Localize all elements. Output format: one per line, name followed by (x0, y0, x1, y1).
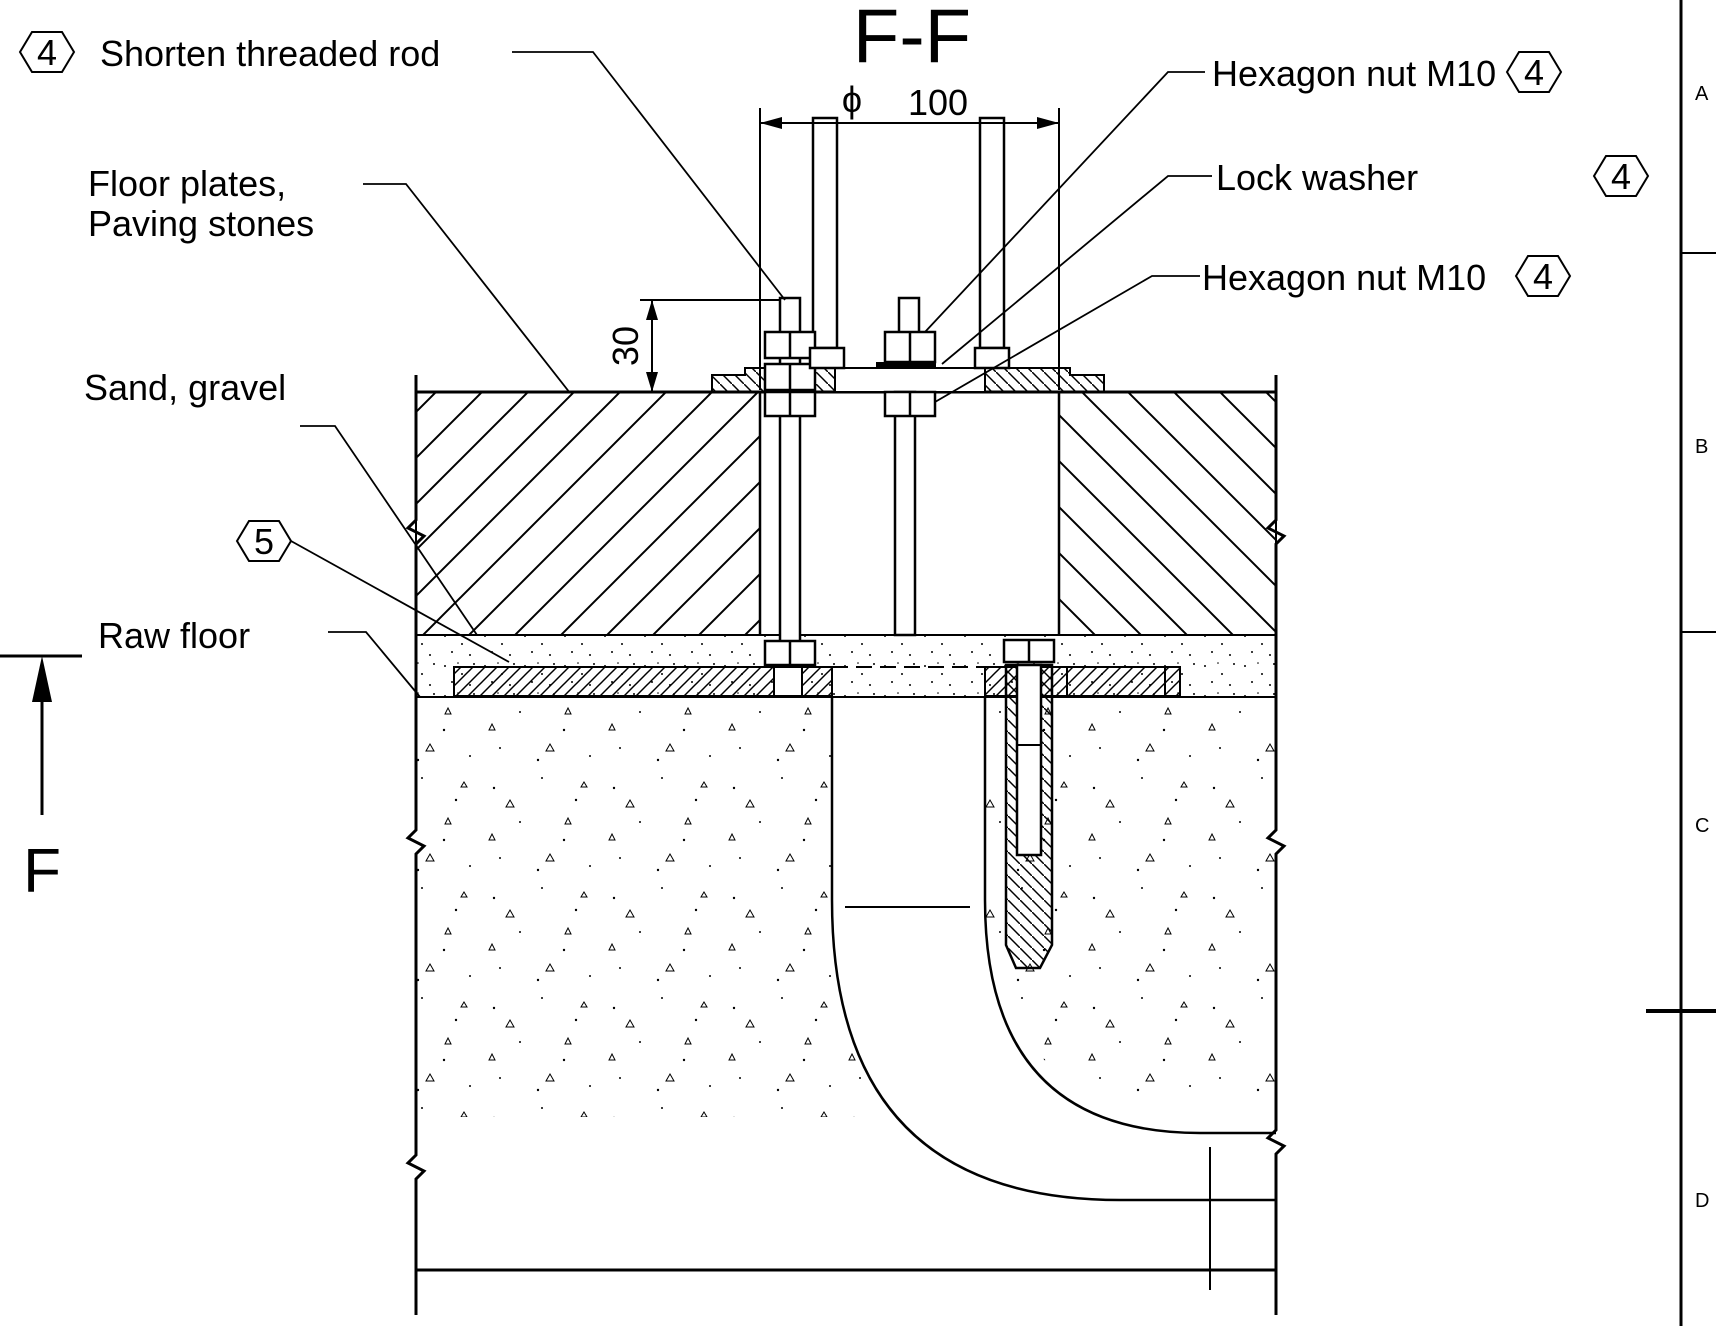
zone-a: A (1695, 83, 1709, 105)
diameter-value: 100 (908, 82, 968, 123)
height-value: 30 (605, 326, 646, 366)
label-floor-plates-1: Floor plates, (88, 163, 286, 204)
concrete-left (416, 697, 832, 1117)
diameter-dimension: ϕ 100 (759, 79, 1060, 390)
nut-stack-center (883, 330, 1011, 418)
base-plate-left (453, 666, 775, 697)
label-hex-nut-top: Hexagon nut M10 (1212, 53, 1496, 94)
drawing-frame: A B C D (1646, 0, 1716, 1326)
svg-text:4: 4 (1533, 256, 1553, 297)
svg-text:5: 5 (254, 521, 274, 562)
zone-c: C (1695, 815, 1709, 837)
callout-hex-nut-bottom: 4 (1514, 255, 1572, 297)
label-lock-washer: Lock washer (1216, 157, 1418, 198)
section-title: F-F (853, 0, 971, 79)
paving-right (1058, 391, 1277, 636)
label-floor-plates-2: Paving stones (88, 203, 314, 244)
height-dimension: 30 (605, 299, 780, 393)
callout-plate: 5 (235, 520, 293, 562)
base-plate-mid (801, 666, 833, 697)
zone-d: D (1695, 1190, 1709, 1212)
leader-lines (290, 51, 1212, 698)
svg-text:4: 4 (1524, 52, 1544, 93)
callout-hex-nut-top: 4 (1505, 51, 1563, 93)
diameter-symbol: ϕ (842, 79, 862, 120)
svg-text:4: 4 (1611, 156, 1631, 197)
callout-shorten-rod: 4 (18, 31, 76, 73)
nut-stack-left (763, 330, 846, 667)
cut-marker-label: F (23, 837, 61, 906)
label-raw-floor: Raw floor (98, 615, 250, 656)
section-cut-marker: F (0, 654, 82, 906)
paving-left (415, 391, 761, 636)
svg-text:4: 4 (37, 32, 57, 73)
zone-b: B (1695, 436, 1708, 458)
anchor-bolt (1002, 638, 1056, 970)
label-hex-nut-bottom: Hexagon nut M10 (1202, 257, 1486, 298)
callout-lock-washer: 4 (1592, 155, 1650, 197)
label-shorten-rod: Shorten threaded rod (100, 33, 440, 74)
label-sand-gravel: Sand, gravel (84, 367, 286, 408)
